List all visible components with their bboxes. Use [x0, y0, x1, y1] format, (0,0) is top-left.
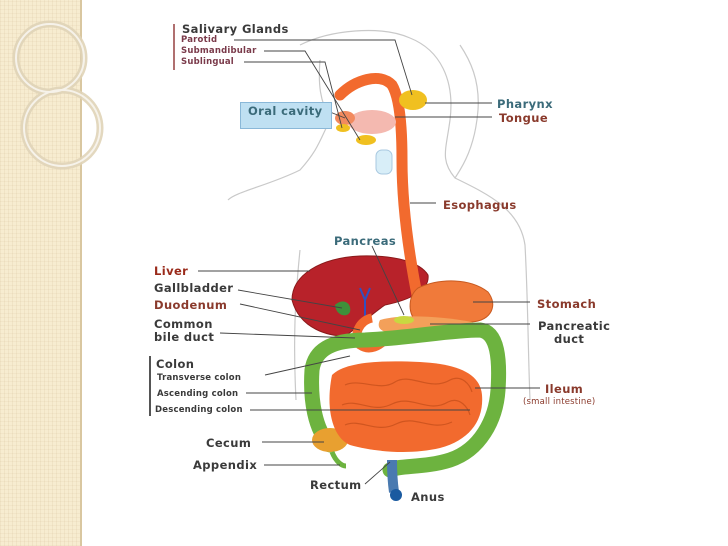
colon-shape [304, 322, 507, 478]
ileum-label: Ileum [545, 382, 584, 396]
esophagus-label: Esophagus [443, 198, 517, 212]
cecum-label: Cecum [206, 436, 252, 450]
ileum-note: (small intestine) [523, 397, 596, 407]
rectum-label: Rectum [310, 478, 362, 492]
tongue-label: Tongue [499, 111, 549, 125]
common-bile-duct-label-line1: Common [154, 317, 213, 331]
esophagus-shape [334, 72, 424, 306]
anus-label: Anus [411, 490, 445, 504]
stomach-label: Stomach [537, 297, 597, 311]
gallbladder-label: Gallbladder [154, 281, 234, 295]
duodenum-label: Duodenum [154, 298, 228, 312]
common-bile-duct-label-line2: bile duct [154, 330, 215, 344]
appendix-shape [329, 450, 347, 469]
tongue-shape [348, 110, 396, 134]
submandibular-gland [356, 135, 376, 145]
pancreatic-duct-label-line1: Pancreatic [538, 319, 611, 333]
liver-label: Liver [154, 264, 189, 278]
stomach-shape [409, 280, 494, 324]
rectum-shape [387, 459, 399, 493]
gallbladder-shape [335, 301, 351, 316]
sidebar-border [80, 0, 82, 546]
colon-heading: Colon [156, 357, 195, 371]
pancreas-label: Pancreas [334, 234, 397, 248]
oral-cavity-highlight [240, 102, 332, 129]
parotid-label: Parotid [181, 35, 218, 45]
oral-cavity-label: Oral cavity [248, 104, 323, 118]
pancreatic-duct-label-line2: duct [554, 332, 585, 346]
ascending-colon-label: Ascending colon [157, 389, 239, 399]
parotid-gland [399, 90, 427, 110]
appendix-label: Appendix [193, 458, 258, 472]
anus-shape [390, 489, 402, 501]
sublingual-label: Sublingual [181, 57, 234, 67]
submandibular-label: Submandibular [181, 46, 257, 56]
sublingual-gland [336, 124, 350, 132]
leader-lines [198, 39, 540, 485]
pharynx-label: Pharynx [497, 97, 553, 111]
transverse-colon-label: Transverse colon [157, 373, 242, 383]
descending-colon-label: Descending colon [155, 405, 243, 415]
salivary-glands-heading: Salivary Glands [182, 22, 289, 36]
salivary-bracket [173, 24, 175, 70]
colon-bracket [149, 356, 151, 416]
small-intestine-shape [329, 361, 483, 452]
body-outline [227, 29, 531, 401]
